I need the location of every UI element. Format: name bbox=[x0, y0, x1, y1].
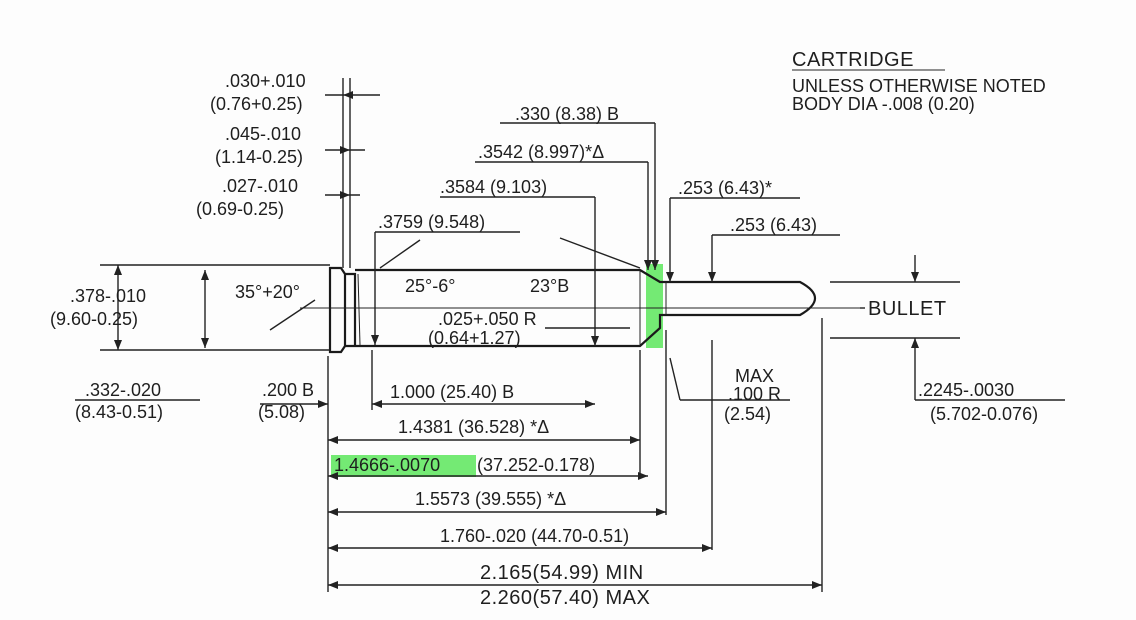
len-body: 1.000 (25.40) B bbox=[390, 382, 514, 402]
cartridge-outline bbox=[300, 266, 860, 354]
rim-dia-in: .378-.010 bbox=[70, 286, 146, 306]
shoulder-highlight bbox=[646, 264, 663, 348]
len-neck: 1.5573 (39.555) *Δ bbox=[415, 489, 566, 509]
neck-dia: .330 (8.38) B bbox=[515, 104, 619, 124]
groove-width-mm: (0.69-0.25) bbox=[196, 199, 284, 219]
bullet-dia-mm: (5.702-0.076) bbox=[930, 404, 1038, 424]
groove-dia-in: .332-.020 bbox=[85, 380, 161, 400]
len-case: 1.760-.020 (44.70-0.51) bbox=[440, 526, 629, 546]
len-datum-mm: (37.252-0.178) bbox=[477, 455, 595, 475]
rim-thickness-in: .030+.010 bbox=[225, 71, 306, 91]
bullet-radius-mm: (2.54) bbox=[724, 404, 771, 424]
neck-outer: .253 (6.43)* bbox=[678, 178, 772, 198]
base-to-b-mm: (5.08) bbox=[258, 402, 305, 422]
extractor-groove-in: .045-.010 bbox=[225, 124, 301, 144]
groove-width-in: .027-.010 bbox=[222, 176, 298, 196]
groove-angle: 35°+20° bbox=[235, 282, 300, 302]
max-label: MAX bbox=[735, 366, 774, 386]
datum-length-highlight bbox=[331, 455, 476, 477]
radius-in: .025+.050 R bbox=[438, 309, 537, 329]
neck-inner: .253 (6.43) bbox=[730, 215, 817, 235]
dimension-labels: .030+.010 (0.76+0.25) .045-.010 (1.14-0.… bbox=[50, 71, 1038, 609]
oal-max: 2.260(57.40) MAX bbox=[480, 587, 650, 609]
bullet-radius-in: .100 R bbox=[728, 384, 781, 404]
title-line1: UNLESS OTHERWISE NOTED bbox=[792, 76, 1046, 96]
body-line bbox=[357, 273, 361, 346]
len-shoulder: 1.4381 (36.528) *Δ bbox=[398, 417, 549, 437]
body-dia: .3759 (9.548) bbox=[378, 212, 485, 232]
radius-mm: (0.64+1.27) bbox=[428, 328, 521, 348]
shoulder-dia: .3584 (9.103) bbox=[440, 177, 547, 197]
bullet-dia-in: .2245-.0030 bbox=[918, 380, 1014, 400]
arrowheads bbox=[114, 91, 919, 589]
groove-dia-mm: (8.43-0.51) bbox=[75, 402, 163, 422]
case-outline bbox=[328, 266, 817, 354]
highlights bbox=[331, 264, 663, 477]
rim-thickness-mm: (0.76+0.25) bbox=[210, 94, 303, 114]
neck-base-dia: .3542 (8.997)*Δ bbox=[478, 142, 604, 162]
rim-dia-mm: (9.60-0.25) bbox=[50, 309, 138, 329]
len-datum-in: 1.4666-.0070 bbox=[334, 455, 440, 475]
title-block: CARTRIDGE UNLESS OTHERWISE NOTED BODY DI… bbox=[792, 49, 1046, 114]
dimension-lines bbox=[75, 78, 1065, 592]
title-heading: CARTRIDGE bbox=[792, 49, 914, 71]
oal-min: 2.165(54.99) MIN bbox=[480, 562, 644, 584]
extractor-groove-mm: (1.14-0.25) bbox=[215, 147, 303, 167]
title-line2: BODY DIA -.008 (0.20) bbox=[792, 94, 975, 114]
bullet-label: BULLET bbox=[868, 298, 947, 320]
base-to-b-in: .200 B bbox=[262, 380, 314, 400]
body-angle: 25°-6° bbox=[405, 276, 455, 296]
shoulder-angle: 23°B bbox=[530, 276, 569, 296]
